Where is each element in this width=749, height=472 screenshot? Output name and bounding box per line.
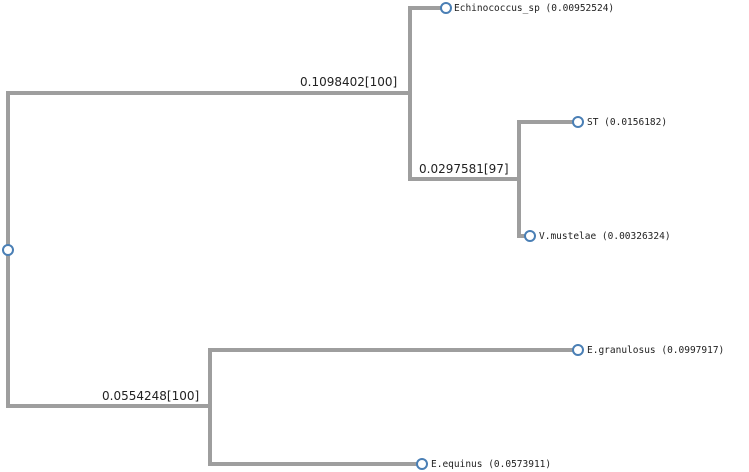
leaf-label-st: ST (0.0156182) bbox=[587, 117, 667, 128]
support-label-clade-a: 0.1098402[100] bbox=[300, 75, 397, 89]
branch-root-to-clade-a bbox=[6, 91, 410, 250]
leaf-label-v-mustelae: V.mustelae (0.00326324) bbox=[539, 231, 671, 242]
branch-clade-a-to-echinococcus-sp bbox=[408, 6, 446, 93]
branch-clade-a2-to-v-mustelae bbox=[517, 179, 530, 238]
branch-root-to-clade-b bbox=[6, 250, 210, 408]
leaf-node-e-granulosus[interactable] bbox=[572, 344, 584, 356]
branch-clade-b-to-e-granulosus bbox=[208, 348, 578, 406]
leaf-node-st[interactable] bbox=[572, 116, 584, 128]
root-node[interactable] bbox=[2, 244, 14, 256]
leaf-node-echinococcus-sp[interactable] bbox=[440, 2, 452, 14]
branch-clade-a-to-clade-a2 bbox=[408, 93, 519, 181]
leaf-label-echinococcus-sp: Echinococcus_sp (0.00952524) bbox=[454, 3, 614, 14]
branch-clade-a2-to-st bbox=[517, 120, 578, 179]
support-label-clade-b: 0.0554248[100] bbox=[102, 389, 199, 403]
branch-clade-b-to-e-equinus bbox=[208, 406, 422, 466]
leaf-node-e-equinus[interactable] bbox=[416, 458, 428, 470]
leaf-label-e-granulosus: E.granulosus (0.0997917) bbox=[587, 345, 724, 356]
support-label-clade-a2: 0.0297581[97] bbox=[419, 162, 509, 176]
leaf-label-e-equinus: E.equinus (0.0573911) bbox=[431, 459, 551, 470]
leaf-node-v-mustelae[interactable] bbox=[524, 230, 536, 242]
